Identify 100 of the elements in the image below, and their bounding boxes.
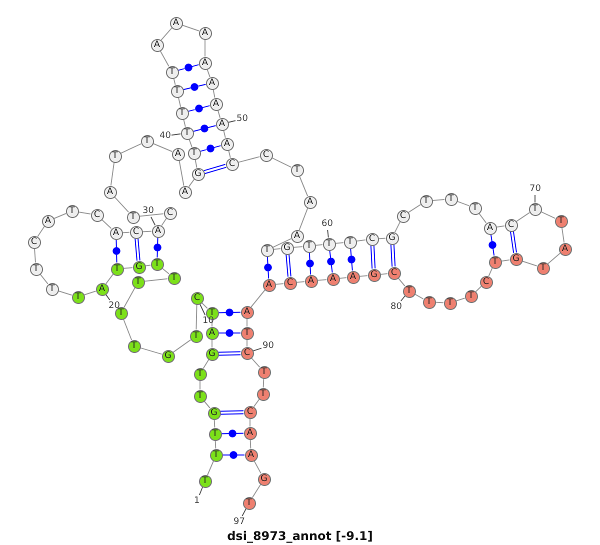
backbone-line bbox=[398, 278, 406, 286]
backbone-line bbox=[496, 225, 506, 228]
base-pair-line bbox=[192, 124, 216, 132]
nucleotide-circle: T bbox=[322, 238, 336, 250]
nucleotide-circle: T bbox=[260, 244, 274, 256]
backbone-line bbox=[273, 248, 281, 250]
leader-line bbox=[327, 230, 329, 238]
backbone-line bbox=[34, 248, 36, 263]
backbone-line bbox=[317, 279, 327, 281]
base-pair-line bbox=[488, 234, 496, 256]
base-pair-line bbox=[220, 410, 244, 415]
backbone-line bbox=[114, 196, 130, 213]
backbone-line bbox=[123, 267, 133, 269]
nucleotide-circle: T bbox=[128, 340, 140, 352]
backbone-line bbox=[207, 460, 214, 476]
backbone-line bbox=[561, 226, 565, 244]
backbone-line bbox=[162, 268, 170, 274]
position-number: 60 bbox=[322, 219, 333, 229]
backbone-line bbox=[178, 96, 182, 108]
nucleotide-circle: C bbox=[284, 276, 296, 290]
backbone-line bbox=[144, 278, 168, 282]
nucleotide-circle: G bbox=[258, 472, 270, 486]
backbone-line bbox=[250, 357, 260, 368]
nucleotide-circle: T bbox=[46, 282, 58, 296]
backbone-line bbox=[196, 304, 198, 330]
backbone-line bbox=[315, 244, 323, 246]
nucleotide-circle: T bbox=[240, 326, 254, 340]
backbone-line bbox=[250, 290, 266, 308]
nucleotide-circle: T bbox=[444, 192, 458, 206]
nucleotide-circle: G bbox=[280, 242, 294, 254]
nucleotide-circle: T bbox=[344, 236, 356, 248]
nucleotide-circle: A bbox=[216, 118, 228, 130]
nucleotide-circle: A bbox=[262, 278, 276, 292]
backbone-line bbox=[182, 24, 200, 32]
nucleotide-circle: C bbox=[90, 208, 104, 222]
backbone-line bbox=[380, 273, 388, 275]
backbone-line bbox=[238, 156, 260, 163]
base-pair-line bbox=[306, 252, 314, 275]
leader-line bbox=[199, 303, 206, 316]
position-number: 90 bbox=[262, 341, 274, 351]
nucleotide-circle: G bbox=[368, 268, 380, 282]
nucleotide-circle: T bbox=[402, 284, 416, 298]
backbone-line bbox=[122, 318, 132, 340]
backbone-line bbox=[122, 232, 130, 234]
nucleotide-circle: G bbox=[386, 232, 398, 244]
backbone-line bbox=[140, 347, 162, 355]
backbone-line bbox=[516, 212, 530, 222]
position-number: 30 bbox=[142, 206, 154, 216]
nucleotide-circle: A bbox=[42, 214, 54, 228]
nucleotide-circle: C bbox=[260, 148, 272, 162]
backbone-line bbox=[414, 294, 424, 300]
position-number: 97 bbox=[234, 517, 245, 527]
base-pair-line bbox=[218, 351, 241, 356]
position-number: 1 bbox=[194, 496, 200, 506]
backbone-line bbox=[194, 158, 198, 168]
nucleotide-circle: A bbox=[110, 226, 122, 240]
nucleotide-circle: A bbox=[172, 148, 184, 160]
nucleotide-circle: C bbox=[164, 206, 176, 220]
nucleotide-circle: G bbox=[192, 168, 204, 180]
nucleotide-circle: A bbox=[290, 230, 304, 242]
nucleotide-circle: T bbox=[258, 366, 270, 378]
backbone-line bbox=[142, 230, 152, 232]
backbone-line bbox=[540, 211, 556, 219]
nucleotide-circle: T bbox=[132, 276, 144, 288]
nucleotide-circle: A bbox=[178, 186, 192, 198]
base-pair-line bbox=[390, 244, 396, 268]
nucleotide-circle: A bbox=[210, 98, 222, 110]
base-pair-line bbox=[348, 248, 356, 271]
backbone-line bbox=[78, 212, 92, 214]
nucleotide-circle: T bbox=[150, 258, 164, 270]
nucleotide-circle: A bbox=[244, 448, 258, 462]
nucleotide-circle: C bbox=[396, 210, 410, 222]
backbone-line bbox=[456, 200, 470, 206]
backbone-line bbox=[456, 298, 466, 302]
backbone-line bbox=[58, 290, 72, 296]
nucleotide-circle: T bbox=[110, 262, 124, 276]
nucleotide-circle: A bbox=[104, 186, 116, 198]
nucleotide-circle: T bbox=[554, 214, 568, 228]
nucleotide-circle: C bbox=[244, 406, 256, 418]
backbone-line bbox=[204, 39, 206, 57]
leader-line bbox=[400, 296, 406, 302]
nucleotide-circle: T bbox=[180, 126, 194, 140]
backbone-line bbox=[432, 199, 445, 201]
nucleotide-circle: A bbox=[150, 38, 164, 52]
backbone-line bbox=[246, 339, 248, 347]
nucleotide-circle: T bbox=[488, 256, 502, 268]
nucleotide-circle: G bbox=[206, 348, 218, 360]
backbone-line bbox=[435, 302, 444, 304]
nucleotide-circle: T bbox=[242, 496, 256, 510]
nucleotide-circle: G bbox=[132, 260, 146, 274]
nucleotide-circle: G bbox=[510, 252, 522, 266]
nucleotide-circle: T bbox=[420, 194, 432, 208]
backbone-line bbox=[250, 439, 252, 449]
nucleotide-circle: T bbox=[422, 296, 436, 308]
nucleotide-circle: T bbox=[464, 290, 478, 302]
leader-line bbox=[534, 194, 536, 203]
nucleotide-circle: A bbox=[346, 270, 360, 284]
backbone-line bbox=[246, 318, 248, 327]
backbone-line bbox=[339, 277, 347, 279]
nucleotide-circle: T bbox=[468, 202, 482, 214]
